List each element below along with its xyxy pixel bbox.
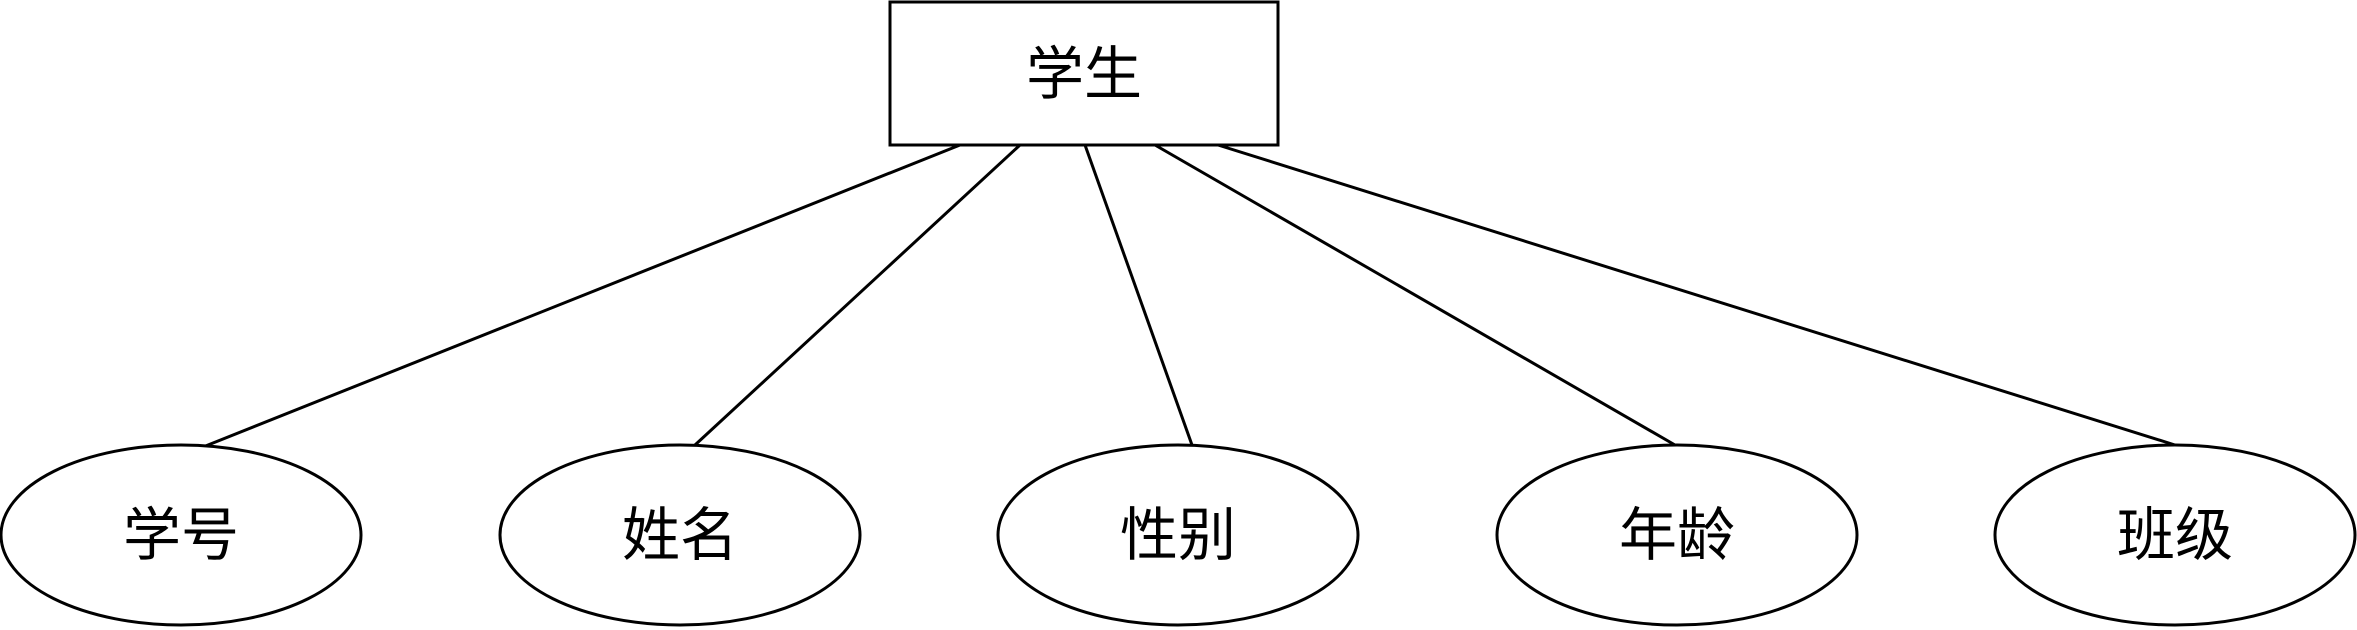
attribute-ellipse (498, 443, 862, 627)
connector-class (1217, 143, 2176, 447)
attribute-ellipse (996, 443, 1360, 627)
connector-age (1154, 143, 1676, 447)
attribute-label: 姓名 (622, 501, 738, 569)
attribute-name[interactable]: 姓名 (498, 443, 862, 627)
attribute-label: 年龄 (1619, 501, 1735, 569)
attribute-gender[interactable]: 性别 (996, 443, 1360, 627)
connector-name (693, 143, 1022, 447)
entity-label: 学生 (1026, 40, 1142, 108)
attribute-ellipse (1495, 443, 1859, 627)
attribute-label: 班级 (2117, 501, 2233, 569)
entity-student[interactable]: 学生 (888, 0, 1280, 147)
attribute-ellipse (0, 443, 363, 627)
attribute-ellipse (1993, 443, 2357, 627)
connectors (202, 143, 2176, 449)
connector-gender (1083, 144, 1194, 446)
attribute-student-id[interactable]: 学号 (0, 443, 363, 627)
attribute-label: 学号 (123, 501, 239, 569)
connector-student-id (202, 143, 961, 449)
attribute-age[interactable]: 年龄 (1495, 443, 1859, 627)
attribute-class[interactable]: 班级 (1993, 443, 2357, 627)
entity-box (888, 0, 1280, 147)
attribute-label: 性别 (1120, 501, 1236, 569)
